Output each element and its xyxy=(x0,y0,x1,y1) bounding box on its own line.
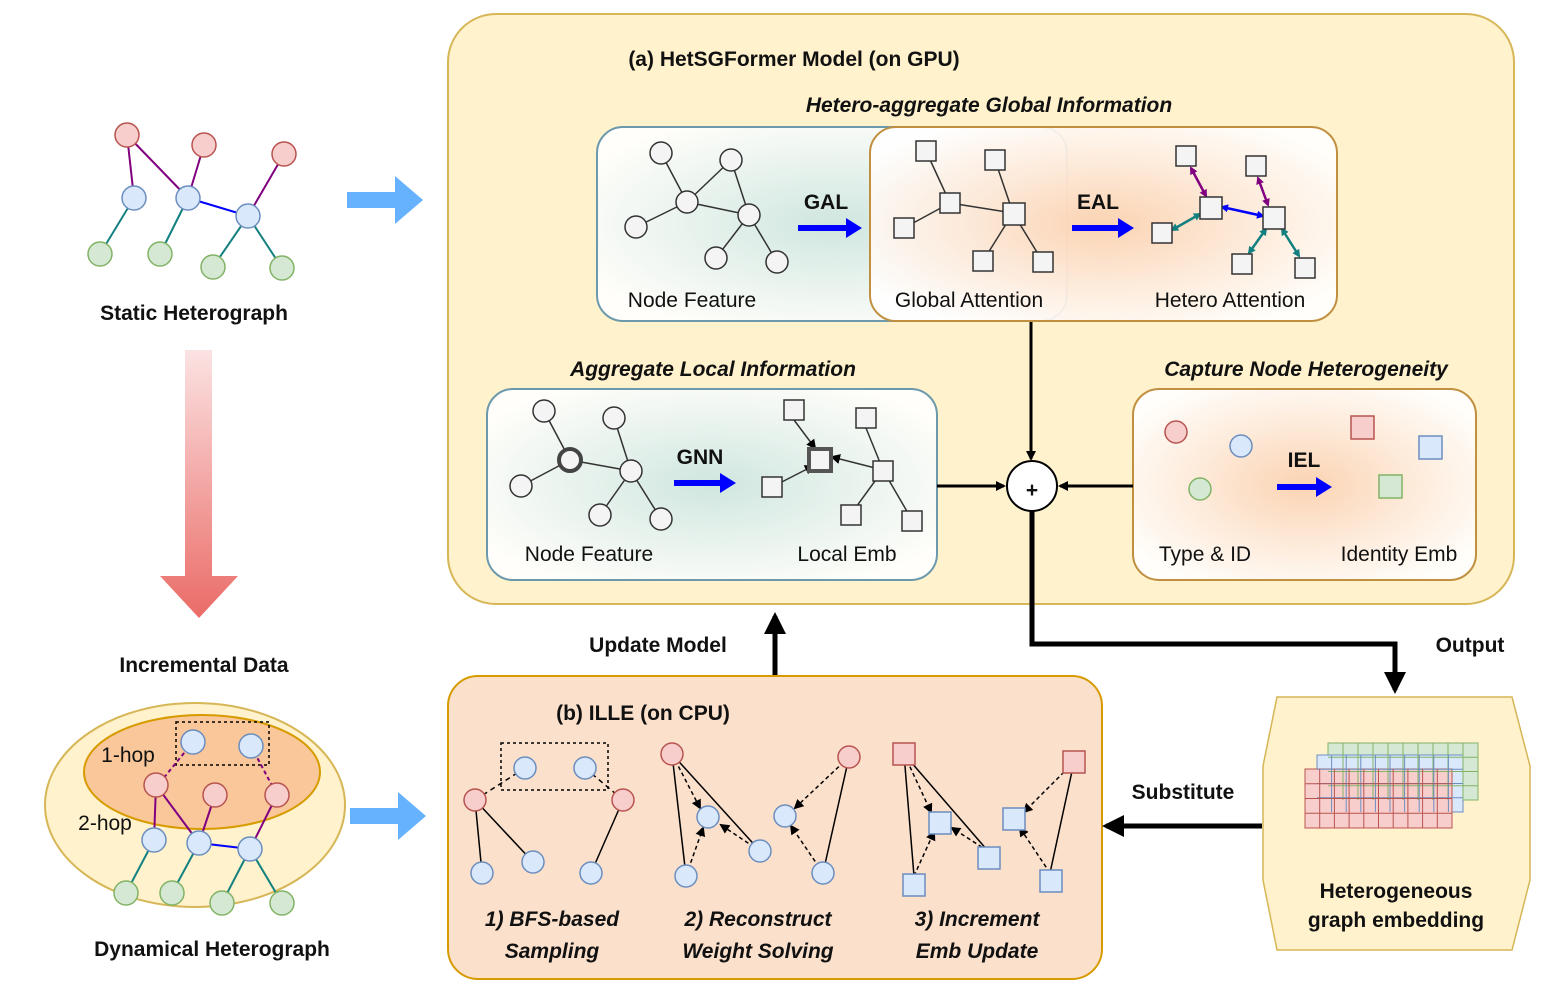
step2-line2: Weight Solving xyxy=(682,940,833,963)
type-id-nodes xyxy=(1164,420,1253,501)
type-id-label: Type & ID xyxy=(1159,543,1251,566)
bfs-sampling-graph xyxy=(463,742,635,885)
eal-label: EAL xyxy=(1077,191,1119,214)
static-heterograph-label: Static Heterograph xyxy=(100,302,288,325)
update-model-label: Update Model xyxy=(589,634,727,657)
one-hop-label: 1-hop xyxy=(101,744,155,767)
embedding-label-line1: Heterogeneous xyxy=(1320,880,1473,903)
global-node-feature-graph xyxy=(624,141,789,274)
global-section-label: Hetero-aggregate Global Information xyxy=(806,94,1172,117)
embedding-stack xyxy=(1304,742,1479,829)
substitute-label: Substitute xyxy=(1132,781,1235,804)
step1-line2: Sampling xyxy=(505,940,600,963)
output-arrow xyxy=(1029,511,1406,694)
iel-label: IEL xyxy=(1288,449,1321,472)
dynamic-heterograph-label: Dynamical Heterograph xyxy=(94,938,330,961)
identity-emb-nodes xyxy=(1350,415,1443,499)
gnn-label: GNN xyxy=(677,446,724,469)
dynamic-heterograph xyxy=(44,702,346,916)
hetero-section-label: Capture Node Heterogeneity xyxy=(1164,358,1449,381)
local-node-feature-label: Node Feature xyxy=(525,543,653,566)
local-section-label: Aggregate Local Information xyxy=(569,358,856,381)
reconstruct-weight-graph xyxy=(660,742,861,888)
incremental-data-label: Incremental Data xyxy=(119,654,289,677)
sum-symbol: + xyxy=(1026,479,1038,502)
step1-line1: 1) BFS-based xyxy=(485,908,620,931)
embedding-label-line2: graph embedding xyxy=(1308,909,1484,932)
local-emb-label: Local Emb xyxy=(797,543,896,566)
increment-emb-graph xyxy=(892,742,1086,897)
global-attention-graph xyxy=(893,140,1054,273)
output-label: Output xyxy=(1436,634,1505,657)
global-attention-label: Global Attention xyxy=(895,289,1043,312)
global-node-feature-label: Node Feature xyxy=(628,289,756,312)
identity-emb-label: Identity Emb xyxy=(1341,543,1458,566)
local-emb-graph xyxy=(761,399,923,532)
ille-title: (b) ILLE (on CPU) xyxy=(556,702,730,725)
model-title: (a) HetSGFormer Model (on GPU) xyxy=(628,48,959,71)
gal-label: GAL xyxy=(804,191,849,214)
local-node-feature-graph xyxy=(509,399,673,531)
step3-line1: 3) Increment xyxy=(915,908,1041,931)
two-hop-label: 2-hop xyxy=(78,812,132,835)
static-heterograph xyxy=(87,122,297,281)
blue-arrow-to-model xyxy=(347,176,423,224)
step2-line1: 2) Reconstruct xyxy=(683,908,832,931)
red-down-arrow xyxy=(160,350,238,618)
global-attention-box xyxy=(869,126,1338,322)
hetero-attention-graph xyxy=(1151,145,1316,279)
blue-arrow-to-ille xyxy=(350,792,426,840)
step3-line2: Emb Update xyxy=(916,940,1039,963)
hetero-attention-label: Hetero Attention xyxy=(1155,289,1306,312)
